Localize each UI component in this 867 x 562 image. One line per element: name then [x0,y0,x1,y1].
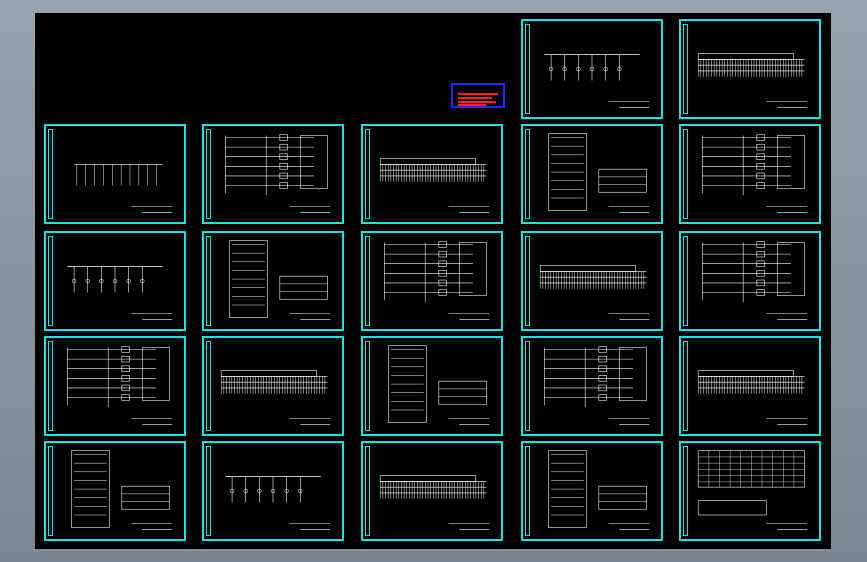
drawing-sheet[interactable] [679,124,821,224]
sheet-drawing [220,370,331,425]
drawing-sheet[interactable] [361,336,503,436]
sheet-drawing [701,134,808,213]
legend-box[interactable] [451,83,505,108]
sheet-drawing [697,370,808,425]
drawing-sheet[interactable] [361,124,503,224]
sheet-drawing [71,450,173,530]
sheet-drawing [697,53,808,108]
sheet-drawing [697,450,808,530]
sheet-drawing [548,133,650,213]
sheet-drawing [379,158,490,213]
sheet-drawing [539,265,650,320]
drawing-sheet[interactable] [679,441,821,541]
drawing-sheet[interactable] [202,231,344,331]
sheet-margin-strip [525,24,530,114]
sheet-margin-strip [525,446,530,536]
sheet-drawing [548,450,650,530]
sheet-margin-strip [365,236,370,326]
drawing-sheet[interactable] [521,19,663,119]
drawing-sheet[interactable] [44,231,186,331]
sheet-margin-strip [48,341,53,431]
drawing-sheet[interactable] [44,336,186,436]
sheet-drawing [379,475,490,530]
sheet-margin-strip [365,341,370,431]
drawing-sheet[interactable] [521,336,663,436]
sheet-drawing [388,345,490,425]
sheet-drawing [383,241,490,320]
sheet-drawing [67,266,173,320]
sheet-margin-strip [206,341,211,431]
legend-line [458,97,492,99]
drawing-sheet[interactable] [202,336,344,436]
sheet-margin-strip [48,446,53,536]
drawing-sheet[interactable] [361,441,503,541]
sheet-margin-strip [683,236,688,326]
sheet-drawing [701,241,808,320]
drawing-sheet[interactable] [679,336,821,436]
sheet-margin-strip [206,446,211,536]
sheet-margin-strip [365,129,370,219]
drawing-sheet[interactable] [679,231,821,331]
sheet-drawing [225,476,331,530]
sheet-drawing [66,346,173,425]
legend-line [458,93,498,95]
sheet-margin-strip [683,129,688,219]
sheet-margin-strip [206,129,211,219]
sheet-margin-strip [48,236,53,326]
sheet-margin-strip [525,341,530,431]
drawing-sheet[interactable] [521,441,663,541]
drawing-sheet[interactable] [679,19,821,119]
sheet-drawing [74,164,173,213]
legend-line [458,104,486,106]
sheet-margin-strip [683,24,688,114]
drawing-sheet[interactable] [44,441,186,541]
sheet-margin-strip [525,236,530,326]
sheet-drawing [229,240,331,320]
sheet-margin-strip [48,129,53,219]
drawing-sheet[interactable] [361,231,503,331]
drawing-sheet[interactable] [44,124,186,224]
drawing-canvas[interactable] [35,13,831,549]
drawing-sheet[interactable] [521,124,663,224]
sheet-drawing [224,134,331,213]
sheet-drawing [543,346,650,425]
legend-line [458,101,496,103]
sheet-margin-strip [525,129,530,219]
sheet-margin-strip [365,446,370,536]
drawing-sheet[interactable] [202,441,344,541]
sheet-drawing [544,54,650,108]
drawing-sheet[interactable] [521,231,663,331]
drawing-sheet[interactable] [202,124,344,224]
sheet-margin-strip [683,341,688,431]
sheet-margin-strip [206,236,211,326]
sheet-margin-strip [683,446,688,536]
